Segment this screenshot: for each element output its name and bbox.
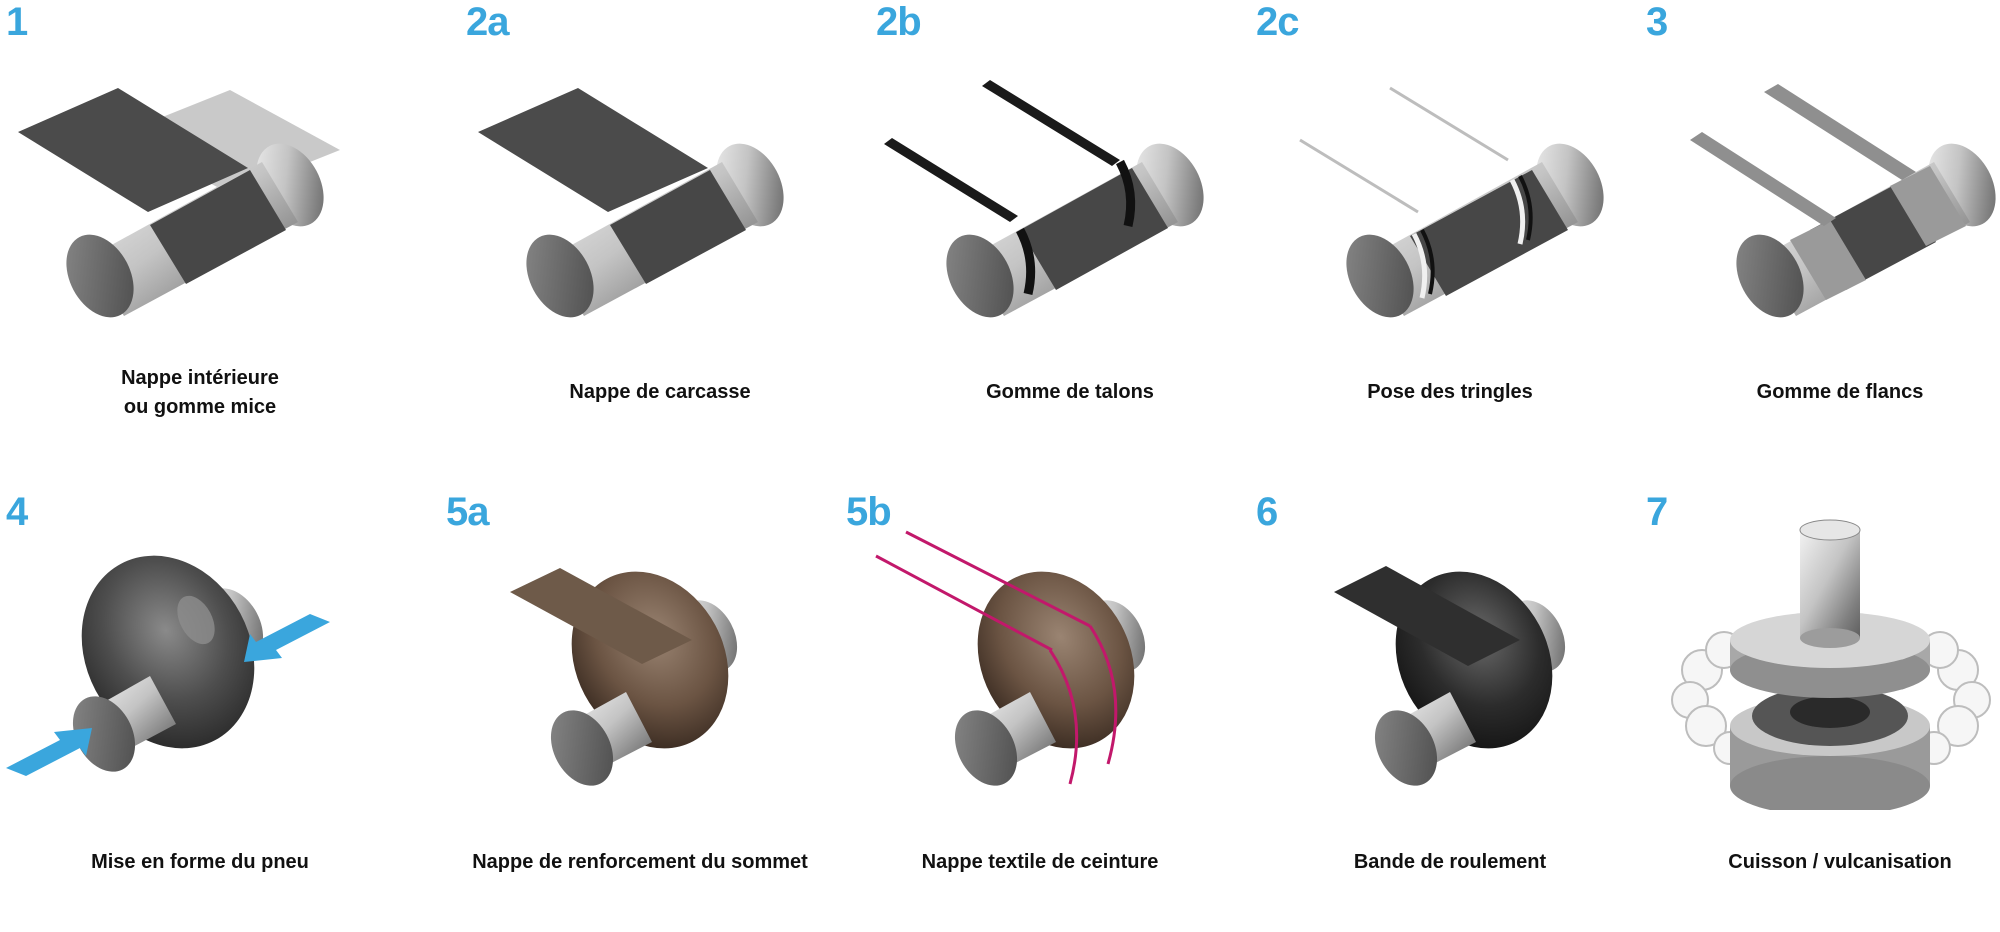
step-caption: Gomme de talons — [870, 378, 1270, 407]
drum-bead-rubber-illustration — [884, 80, 1204, 318]
drum-bead-wires-illustration — [1299, 86, 1604, 318]
step-2a: 2a Nappe de carcasse — [460, 0, 860, 442]
step-5b: 5b Nappe textile de ceinture — [840, 490, 1240, 932]
step-caption: Nappe de renforcement du sommet — [440, 848, 840, 877]
step-2c: 2c Pose des tringles — [1250, 0, 1650, 442]
step-5a: 5a Nappe de renforcement du sommet — [440, 490, 840, 932]
caption-line: Gomme de flancs — [1756, 381, 1924, 403]
step-6: 6 Bande de roulement — [1250, 490, 1650, 932]
step-caption: Mise en forme du pneu — [0, 848, 400, 877]
textile-belt-ply-illustration — [875, 530, 1146, 786]
step-caption: Gomme de flancs — [1640, 378, 2000, 407]
caption-line: Bande de roulement — [1353, 851, 1547, 873]
step-number: 2c — [1256, 0, 1299, 44]
step-caption: Pose des tringles — [1250, 378, 1650, 407]
step-3: 3 Gomme de flancs — [1640, 0, 2000, 442]
step-number: 5b — [846, 490, 892, 534]
arrow-right-icon — [6, 728, 92, 776]
step-caption: Bande de roulement — [1250, 848, 1650, 877]
caption-line: Nappe textile de ceinture — [921, 851, 1159, 873]
tread-band-illustration — [1334, 566, 1566, 786]
step-number: 6 — [1256, 490, 1278, 534]
step-caption: Nappe textile de ceinture — [840, 848, 1240, 877]
caption-line: Mise en forme du pneu — [91, 851, 309, 873]
crown-reinforcement-ply-illustration — [510, 568, 738, 786]
curing-press-illustration — [1671, 519, 1991, 810]
drum-inner-liner-illustration — [18, 88, 340, 318]
step-number: 1 — [6, 0, 28, 44]
step-caption: Cuisson / vulcanisation — [1640, 848, 2000, 877]
step-number: 3 — [1646, 0, 1668, 44]
step-7: 7 Cuisson / vulcanisation — [1640, 490, 2000, 932]
drum-sidewall-rubber-illustration — [1690, 84, 1996, 318]
caption-line: ou gomme mice — [123, 396, 277, 418]
caption-line: Gomme de talons — [986, 381, 1154, 403]
step-number: 4 — [6, 490, 28, 534]
step-number: 7 — [1646, 490, 1668, 534]
step-4: 4 Mise en forme du pneu — [0, 490, 400, 932]
tire-shaping-illustration — [6, 555, 330, 776]
drum-carcass-ply-illustration — [478, 88, 784, 318]
arrow-left-icon — [244, 614, 330, 662]
caption-line: Pose des tringles — [1367, 381, 1533, 403]
step-caption: Nappe intérieure ou gomme mice — [0, 364, 400, 422]
caption-line: Cuisson / vulcanisation — [1728, 851, 1952, 873]
step-caption: Nappe de carcasse — [460, 378, 860, 407]
step-1: 1 Nappe intérieure ou gomme mice — [0, 0, 400, 442]
step-2b: 2b Gomme de talons — [870, 0, 1270, 442]
caption-line: Nappe intérieure — [121, 367, 279, 389]
step-number: 5a — [446, 490, 489, 534]
step-number: 2b — [876, 0, 922, 44]
caption-line: Nappe de carcasse — [569, 381, 751, 403]
caption-line: Nappe de renforcement du sommet — [472, 851, 808, 873]
step-number: 2a — [466, 0, 509, 44]
